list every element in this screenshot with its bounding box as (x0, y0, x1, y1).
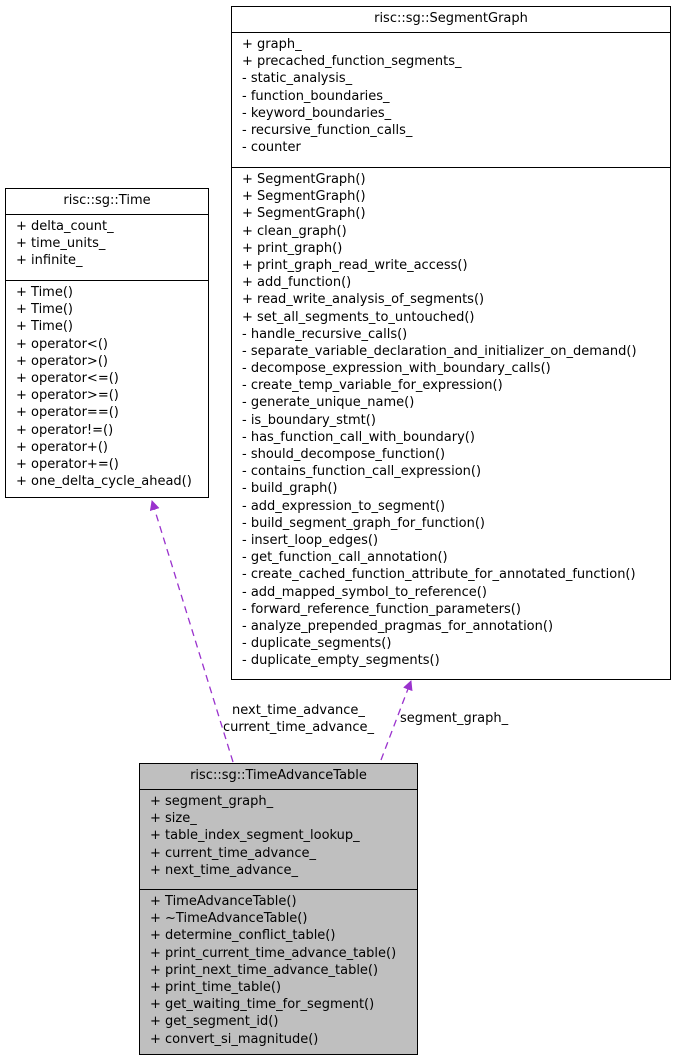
class-member: + Time() (16, 302, 73, 318)
class-time[interactable]: risc::sg::Time + delta_count_+ time_unit… (5, 188, 209, 498)
edge-label-next-time-advance: next_time_advance_ (232, 703, 365, 718)
class-member: + get_segment_id() (150, 1014, 279, 1030)
class-member: + print_graph() (242, 240, 343, 256)
class-member: + read_write_analysis_of_segments() (242, 292, 485, 308)
attribute-list: + delta_count_ + time_units_+ infinite_ (6, 215, 208, 280)
class-member: + operator<() (16, 336, 108, 352)
class-member: - handle_recursive_calls() (242, 326, 408, 342)
class-member: - duplicate_segments() (242, 636, 392, 652)
class-title: risc::sg::Time (6, 189, 208, 215)
class-member: + TimeAdvanceTable() (150, 894, 297, 909)
attribute-list: + graph_+ precached_function_segments_- … (232, 33, 670, 167)
class-member: - static_analysis_ (242, 71, 353, 87)
class-member: + graph_ (242, 37, 302, 52)
class-member: + size_ (150, 811, 197, 827)
edge-label-segment-graph: segment_graph_ (400, 711, 509, 726)
class-member: + precached_function_segments_ (242, 54, 462, 70)
class-member: + table_index_segment_lookup_ (150, 828, 360, 844)
class-member: + ~TimeAdvanceTable() (150, 911, 308, 927)
class-member: - build_segment_graph_for_function() (242, 515, 485, 531)
class-member: + segment_graph_ (150, 794, 274, 809)
class-member: + operator!=() (16, 422, 114, 438)
class-member: - forward_reference_function_parameters(… (242, 601, 521, 617)
class-member: - counter (242, 140, 301, 156)
class-member: + determine_conflict_table() (150, 928, 336, 944)
class-member: + operator+=() (16, 456, 119, 472)
class-member: - analyze_prepended_pragmas_for_annotati… (242, 618, 554, 634)
method-list: + SegmentGraph()+ SegmentGraph()+ Segmen… (232, 167, 670, 672)
class-member: - get_function_call_annotation() (242, 550, 448, 566)
class-member: + current_time_advance_ (150, 845, 317, 861)
class-member: + SegmentGraph() (242, 206, 366, 222)
edge-label-current-time-advance: current_time_advance_ (223, 720, 375, 735)
class-member: + add_function() (242, 275, 352, 291)
edge-time-advance-to-time (149, 500, 234, 763)
class-member: + print_time_table() (150, 979, 282, 995)
class-member: + get_waiting_time_for_segment() (150, 997, 375, 1013)
class-member: - insert_loop_edges() (242, 532, 379, 548)
class-member: - create_cached_function_attribute_for_a… (242, 567, 636, 583)
class-member: + infinite_ (16, 253, 83, 269)
method-list: + Time()+ Time()+ Time()+ operator<()+ o… (6, 280, 208, 493)
method-list: + TimeAdvanceTable() + ~TimeAdvanceTable(… (140, 889, 417, 1051)
class-member: + delta_count_ (16, 219, 114, 234)
class-title: risc::sg::SegmentGraph (232, 7, 670, 33)
class-member: + operator>() (16, 353, 108, 369)
class-title: risc::sg::TimeAdvanceTable (140, 764, 417, 790)
class-member: + set_all_segments_to_untouched() (242, 309, 475, 325)
class-member: - recursive_function_calls_ (242, 122, 413, 138)
class-member: + operator>=() (16, 388, 119, 404)
class-member: - decompose_expression_with_boundary_cal… (242, 361, 551, 377)
class-member: + SegmentGraph() (242, 172, 366, 187)
class-member: - separate_variable_declaration_and_init… (242, 343, 637, 359)
class-member: + operator<=() (16, 370, 119, 386)
class-member: - create_temp_variable_for_expression() (242, 378, 503, 394)
class-member: + clean_graph() (242, 223, 347, 239)
class-member: + print_next_time_advance_table() (150, 962, 379, 978)
class-member: - duplicate_empty_segments() (242, 653, 440, 669)
class-segment-graph[interactable]: risc::sg::SegmentGraph + graph_+ precach… (231, 6, 671, 680)
class-time-advance-table[interactable]: risc::sg::TimeAdvanceTable + segment_gra… (139, 763, 418, 1055)
class-member: - generate_unique_name() (242, 395, 415, 411)
class-member: + time_units_ (16, 236, 106, 252)
edge-time-advance-to-segment-graph (380, 680, 413, 761)
class-member: + next_time_advance_ (150, 862, 298, 878)
class-member: - contains_function_call_expression() (242, 464, 482, 480)
class-member: + convert_si_magnitude() (150, 1031, 319, 1047)
class-member: + print_graph_read_write_access() (242, 257, 468, 273)
class-member: - should_decompose_function() (242, 447, 446, 462)
class-member: + print_current_time_advance_table() (150, 945, 397, 961)
attribute-list: + segment_graph_ + size_+ table_index_seg… (140, 790, 417, 889)
class-member: - add_expression_to_segment() (242, 498, 446, 514)
class-member: - keyword_boundaries_ (242, 105, 392, 121)
class-member: + one_delta_cycle_ahead() (16, 474, 192, 490)
class-member: + SegmentGraph() (242, 189, 366, 205)
class-member: - add_mapped_symbol_to_reference() (242, 584, 487, 600)
class-member: + operator+() (16, 439, 108, 455)
class-member: + Time() (16, 319, 73, 335)
class-member: - has_function_call_with_boundary() (242, 429, 475, 445)
class-member: + Time() (16, 285, 73, 300)
class-member: - function_boundaries_ (242, 88, 390, 104)
class-member: - build_graph() (242, 481, 338, 497)
class-member: + operator==() (16, 405, 119, 421)
class-member: - is_boundary_stmt() (242, 412, 376, 428)
